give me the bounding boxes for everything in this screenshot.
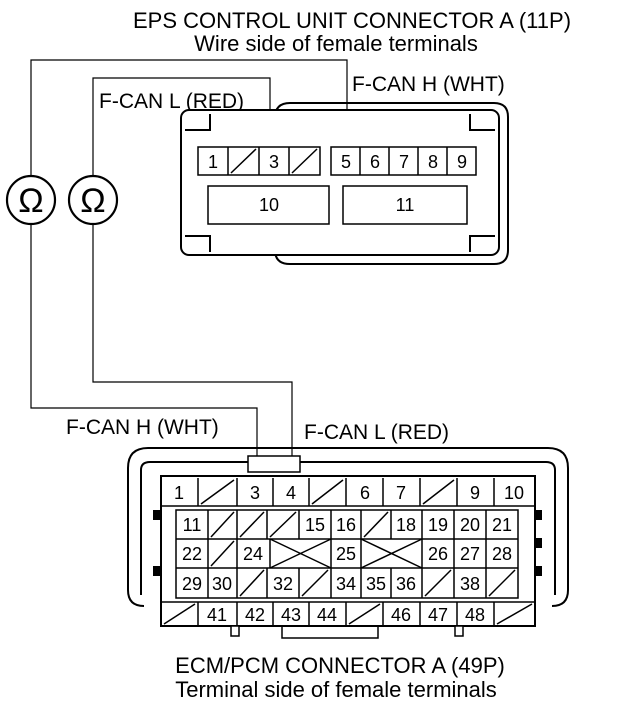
ecm-blank-cavity — [269, 511, 297, 538]
ecm-pin-44: 44 — [317, 605, 337, 625]
eps-blank-cavity — [230, 148, 257, 174]
ecm-blank-cavity — [239, 569, 265, 597]
ecm-blank-cavity — [363, 511, 389, 538]
ecm-blank-cavity — [210, 511, 235, 538]
ohmmeter-right: Ω — [67, 174, 119, 226]
ecm-label-can-l: F-CAN L (RED) — [304, 421, 449, 444]
ecm-blank-cavity — [200, 479, 235, 505]
eps-pin-7: 7 — [399, 152, 409, 172]
ecm-cross-cavity — [269, 538, 332, 569]
eps-pin-9: 9 — [457, 152, 467, 172]
eps-label-can-l: F-CAN L (RED) — [99, 90, 244, 113]
ecm-pin-26: 26 — [428, 544, 448, 564]
ecm-connector-title: ECM/PCM CONNECTOR A (49P) — [175, 653, 505, 678]
eps-blank-cavity — [291, 148, 318, 174]
ecm-pin-20: 20 — [460, 515, 480, 535]
wire-ecm-can-l — [92, 224, 293, 470]
eps-pin-5: 5 — [341, 152, 351, 172]
ecm-pin-47: 47 — [428, 605, 448, 625]
ecm-pin-9: 9 — [470, 483, 480, 503]
wire-ecm-can-h — [30, 224, 258, 470]
eps-pin-11: 11 — [396, 195, 415, 215]
ecm-pin-25: 25 — [336, 544, 356, 564]
eps-pin-3: 3 — [269, 152, 279, 172]
ecm-blank-cavity — [163, 603, 196, 625]
ecm-pin-34: 34 — [336, 574, 356, 594]
ecm-blank-cavity — [496, 603, 533, 625]
eps-label-can-h: F-CAN H (WHT) — [352, 73, 505, 96]
ecm-cross-cavity — [360, 538, 423, 569]
ecm-pin-3: 3 — [250, 483, 260, 503]
ecm-pin-1: 1 — [174, 483, 184, 503]
eps-pin-6: 6 — [370, 152, 380, 172]
ecm-label-can-h: F-CAN H (WHT) — [66, 416, 219, 439]
eps-pin-1: 1 — [208, 152, 218, 172]
ecm-pin-35: 35 — [366, 574, 386, 594]
ecm-pin-36: 36 — [396, 574, 416, 594]
ohm-symbol-right: Ω — [80, 182, 105, 220]
ecm-pin-10: 10 — [504, 483, 524, 503]
ecm-connector-subtitle: Terminal side of female terminals — [175, 677, 497, 702]
ecm-pin-6: 6 — [360, 483, 370, 503]
ecm-pin-42: 42 — [245, 605, 265, 625]
ecm-pin-11: 11 — [183, 515, 202, 535]
ecm-blank-cavity — [210, 540, 235, 567]
ecm-pin-48: 48 — [465, 605, 485, 625]
ecm-pin-19: 19 — [428, 515, 448, 535]
ecm-pin-27: 27 — [460, 544, 480, 564]
ecm-pin-38: 38 — [460, 574, 480, 594]
ecm-blank-cavity — [311, 479, 344, 505]
ecm-pin-30: 30 — [212, 574, 232, 594]
ecm-blank-cavity — [239, 511, 265, 538]
ecm-pin-15: 15 — [305, 515, 325, 535]
ecm-pin-21: 21 — [492, 515, 512, 535]
ecm-pin-29: 29 — [182, 574, 202, 594]
ohmmeter-left: Ω — [5, 174, 57, 226]
ecm-pin-24: 24 — [243, 544, 263, 564]
eps-pin-10: 10 — [259, 195, 279, 215]
ecm-blank-cavity — [301, 569, 329, 597]
ecm-blank-cavity — [422, 479, 455, 505]
ecm-blank-cavity — [488, 569, 516, 597]
eps-connector-subtitle: Wire side of female terminals — [194, 31, 478, 56]
ecm-pin-22: 22 — [182, 544, 202, 564]
eps-connector: 1 3 5 6 7 8 9 10 11 — [180, 102, 509, 265]
ohm-symbol-left: Ω — [18, 182, 43, 220]
eps-pin-8: 8 — [428, 152, 438, 172]
ecm-pin-32: 32 — [273, 574, 293, 594]
ecm-pin-18: 18 — [396, 515, 416, 535]
ecm-pin-16: 16 — [336, 515, 356, 535]
eps-connector-title: EPS CONTROL UNIT CONNECTOR A (11P) — [133, 8, 571, 33]
ecm-pin-28: 28 — [492, 544, 512, 564]
ecm-blank-cavity — [348, 603, 381, 625]
ecm-pin-46: 46 — [391, 605, 411, 625]
ecm-pin-43: 43 — [281, 605, 301, 625]
ecm-pin-4: 4 — [286, 483, 296, 503]
ecm-connector: 1 3 4 6 7 9 10 — [127, 447, 569, 639]
ecm-pin-7: 7 — [396, 483, 406, 503]
ecm-blank-cavity — [424, 569, 452, 597]
ecm-pin-41: 41 — [207, 605, 227, 625]
